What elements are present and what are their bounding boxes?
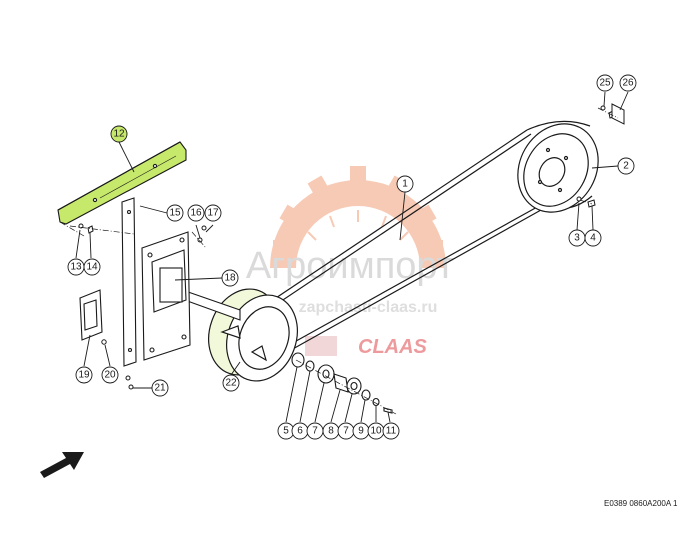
callout-18[interactable]: 18 [221,269,239,287]
svg-text:7: 7 [312,426,318,437]
svg-text:11: 11 [386,426,397,437]
svg-text:12: 12 [113,129,125,140]
callout-2[interactable]: 2 [617,157,635,175]
svg-text:20: 20 [104,370,116,381]
svg-text:16: 16 [190,208,202,219]
callout-25[interactable]: 25 [596,74,614,92]
svg-text:15: 15 [169,208,181,219]
callout-26[interactable]: 26 [619,74,637,92]
callout-1[interactable]: 1 [396,175,414,193]
svg-text:13: 13 [70,262,82,273]
svg-text:22: 22 [225,378,237,389]
svg-text:9: 9 [358,426,364,437]
svg-text:4: 4 [590,233,596,244]
svg-text:10: 10 [370,426,382,437]
watermark: Агроимпорт zapchasti-claas.ru CLAAS [246,166,454,358]
callout-16[interactable]: 16 [187,204,205,222]
callout-8[interactable]: 8 [322,422,340,440]
callout-3[interactable]: 3 [568,229,586,247]
arrow-icon [40,452,84,478]
svg-text:3: 3 [574,233,580,244]
callout-4[interactable]: 4 [584,229,602,247]
svg-text:6: 6 [297,426,303,437]
callout-19[interactable]: 19 [75,366,93,384]
leader-lines [75,91,629,423]
svg-text:1: 1 [402,179,408,190]
callout-21[interactable]: 21 [151,379,169,397]
callout-13[interactable]: 13 [67,258,85,276]
drive-belt [245,120,593,365]
gear-watermark-icon [270,166,446,268]
svg-text:26: 26 [622,78,634,89]
support-strip [121,197,137,367]
callout-5[interactable]: 5 [277,422,295,440]
callouts: 1 2 3 4 5 6 7 8 7 9 10 11 12 13 14 15 16… [67,74,637,440]
svg-text:5: 5 [283,426,289,437]
reference-code: E0389 0860A200A 1 [604,499,678,508]
claas-logo-text: CLAAS [358,336,428,358]
bracket-part-19 [79,289,103,341]
callout-17[interactable]: 17 [204,204,222,222]
svg-text:18: 18 [224,273,236,284]
lower-pulley [208,288,298,382]
svg-text:19: 19 [78,370,90,381]
upper-pulley [517,123,599,213]
callout-6[interactable]: 6 [291,422,309,440]
callout-7a[interactable]: 7 [306,422,324,440]
svg-text:21: 21 [154,383,166,394]
svg-text:17: 17 [207,208,219,219]
svg-text:7: 7 [343,426,349,437]
callout-15[interactable]: 15 [166,204,184,222]
callout-9[interactable]: 9 [352,422,370,440]
belt-guard-part-12 [57,141,187,225]
svg-text:2: 2 [623,161,629,172]
callout-14[interactable]: 14 [83,258,101,276]
svg-text:14: 14 [86,262,98,273]
callout-10[interactable]: 10 [367,422,385,440]
callout-20[interactable]: 20 [101,366,119,384]
callout-11[interactable]: 11 [382,422,400,440]
svg-text:8: 8 [328,426,334,437]
brand-watermark-text: Агроимпорт [246,245,454,287]
callout-22[interactable]: 22 [222,374,240,392]
claas-logo-watermark: CLAAS [305,336,428,358]
callout-7b[interactable]: 7 [337,422,355,440]
assembly-axes [59,107,619,415]
callout-12[interactable]: 12 [110,125,128,143]
hub-stack [291,352,393,414]
bearing-housing [141,231,191,361]
svg-text:25: 25 [599,78,611,89]
